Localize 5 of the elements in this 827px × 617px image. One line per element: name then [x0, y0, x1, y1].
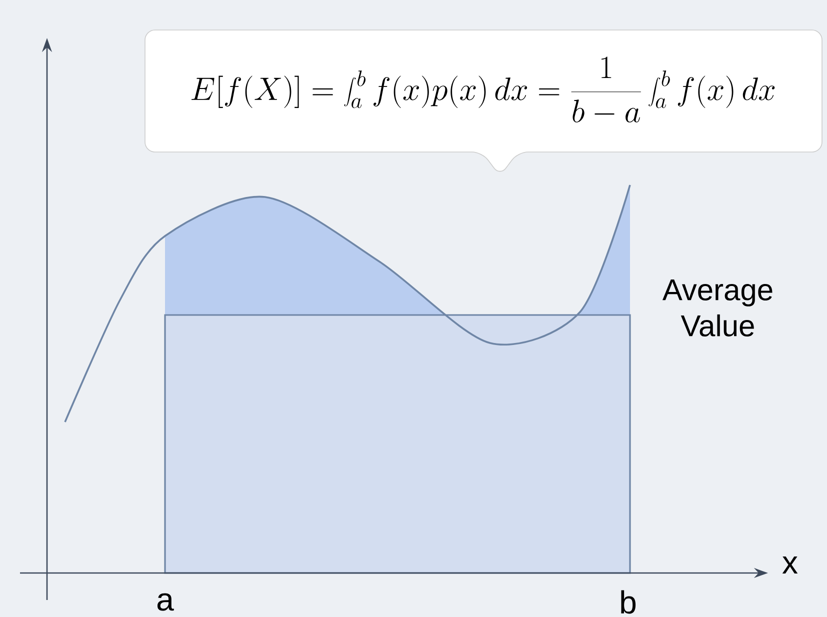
tick-label: b [621, 590, 636, 614]
average-value-label: Average Value [662, 280, 772, 336]
tick-label: a [157, 593, 174, 611]
callout-box: $E[f(X)] = \int_a^b f(x)p(x)\,dx = \frac{1}{b - a}\int_a^b f(x)\,dx$ [144, 30, 822, 172]
axis-label: x [782, 556, 798, 574]
